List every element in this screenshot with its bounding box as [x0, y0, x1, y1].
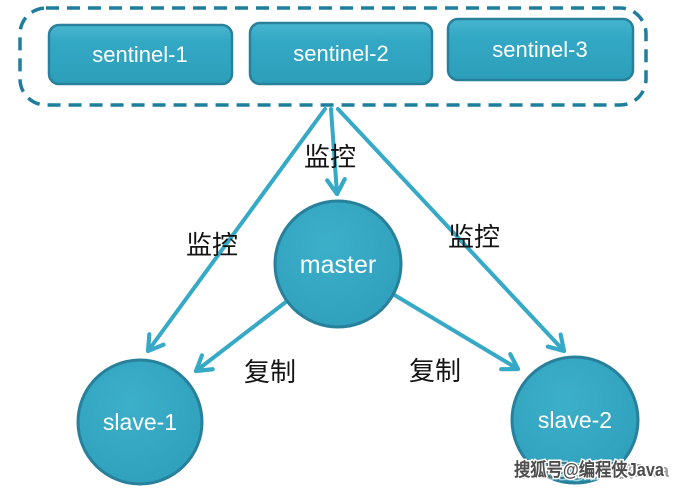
sentinel-3-node: sentinel-3 [446, 17, 635, 82]
monitor-arrow-to-master [325, 107, 347, 197]
slave-2-label: slave-2 [538, 407, 612, 433]
sentinel-1-box [47, 23, 234, 86]
master-circle [273, 199, 403, 329]
sentinel-2-node: sentinel-2 [248, 21, 434, 86]
monitor-arrow-to-slave-2 [336, 107, 567, 354]
sentinel-3-box [446, 17, 635, 82]
slave-2-circle [510, 355, 640, 485]
monitor-label-right: 监控 [448, 223, 500, 253]
sentinel-1-label: sentinel-1 [92, 42, 187, 67]
slave-1-node: slave-1 [76, 358, 204, 486]
master-node: master [273, 199, 403, 329]
slave-2-node: slave-2 [510, 355, 640, 485]
monitor-label-left: 监控 [186, 231, 238, 261]
watermark-text: 搜狐号@编程侠Java [514, 459, 665, 480]
watermark-text-ghost: 搜狐号@编程侠Java [521, 460, 670, 481]
sentinel-1-node: sentinel-1 [47, 23, 234, 86]
master-label: master [300, 251, 376, 279]
replicate-label-right: 复制 [409, 357, 461, 387]
slave-1-label: slave-1 [103, 409, 177, 435]
slave-1-circle [76, 358, 204, 486]
monitor-arrow-to-slave-1 [145, 107, 327, 354]
sentinel-2-label: sentinel-2 [293, 41, 388, 66]
sentinel-2-box [248, 21, 434, 86]
monitor-label-top: 监控 [304, 143, 356, 173]
sentinel-3-label: sentinel-3 [492, 37, 587, 62]
replicate-label-left: 复制 [244, 358, 296, 388]
sentinel-group-container [18, 6, 648, 107]
